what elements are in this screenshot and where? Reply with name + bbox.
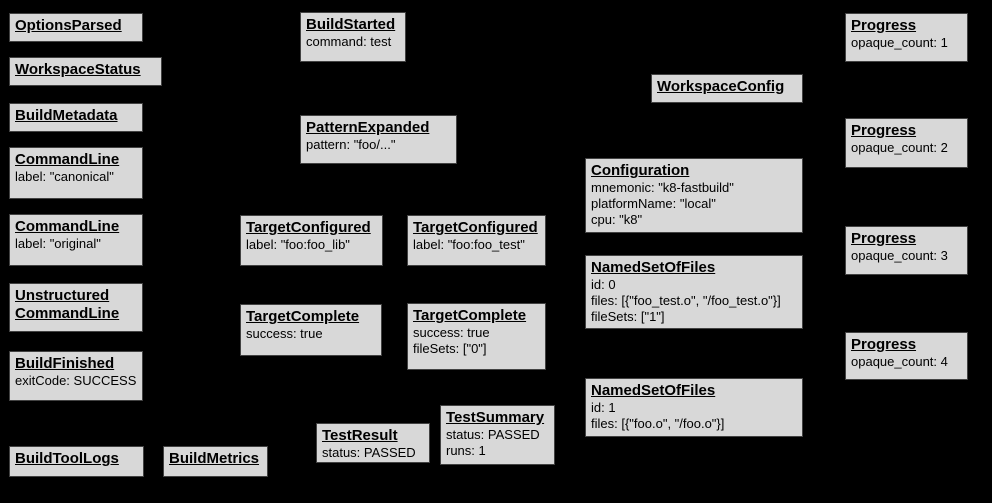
node-title: BuildFinished [15, 355, 115, 372]
node-field: opaque_count: 1 [851, 35, 948, 50]
node-field: files: [{"foo.o", "/foo.o"}] [591, 416, 725, 431]
node-title: Progress [851, 122, 917, 139]
node-progress-4: Progress opaque_count: 4 [845, 332, 968, 380]
node-title: TargetComplete [413, 307, 527, 324]
node-test-summary: TestSummary status: PASSED runs: 1 [440, 405, 555, 465]
node-field: opaque_count: 2 [851, 140, 948, 155]
node-named-set-of-files-1: NamedSetOfFiles id: 1 files: [{"foo.o", … [585, 378, 803, 437]
node-workspace-config: WorkspaceConfig [651, 74, 803, 103]
node-field: fileSets: ["0"] [413, 341, 487, 356]
node-field: label: "foo:foo_lib" [246, 237, 350, 252]
node-title: TargetConfigured [413, 219, 538, 236]
node-field: label: "original" [15, 236, 101, 251]
node-title: BuildToolLogs [15, 450, 119, 467]
node-test-result: TestResult status: PASSED [316, 423, 430, 463]
node-field: files: [{"foo_test.o", "/foo_test.o"}] [591, 293, 781, 308]
node-field: success: true [413, 325, 490, 340]
node-field: label: "foo:foo_test" [413, 237, 525, 252]
node-target-complete-foo-test: TargetComplete success: true fileSets: [… [407, 303, 546, 370]
node-field: id: 0 [591, 277, 616, 292]
node-field: opaque_count: 4 [851, 354, 948, 369]
node-command-line-original: CommandLine label: "original" [9, 214, 143, 266]
node-options-parsed: OptionsParsed [9, 13, 143, 42]
node-configuration: Configuration mnemonic: "k8-fastbuild" p… [585, 158, 803, 233]
node-title: BuildStarted [306, 16, 396, 33]
node-title: Unstructured CommandLine [15, 287, 120, 322]
node-build-tool-logs: BuildToolLogs [9, 446, 144, 477]
node-title: CommandLine [15, 151, 120, 168]
node-target-configured-foo-lib: TargetConfigured label: "foo:foo_lib" [240, 215, 383, 266]
node-title: WorkspaceConfig [657, 78, 785, 95]
node-title: BuildMetadata [15, 107, 118, 124]
node-pattern-expanded: PatternExpanded pattern: "foo/..." [300, 115, 457, 164]
node-progress-3: Progress opaque_count: 3 [845, 226, 968, 275]
node-title: CommandLine [15, 218, 120, 235]
node-field: status: PASSED [322, 445, 416, 460]
node-title: TargetComplete [246, 308, 360, 325]
node-title: Progress [851, 336, 917, 353]
node-build-metrics: BuildMetrics [163, 446, 268, 477]
node-title: TestResult [322, 427, 398, 444]
node-field: opaque_count: 3 [851, 248, 948, 263]
node-field: id: 1 [591, 400, 616, 415]
node-title: Progress [851, 17, 917, 34]
node-title: WorkspaceStatus [15, 61, 141, 78]
node-unstructured-command-line: Unstructured CommandLine [9, 283, 143, 332]
node-target-complete-foo-lib: TargetComplete success: true [240, 304, 382, 356]
node-title: TargetConfigured [246, 219, 371, 236]
node-field: platformName: "local" [591, 196, 716, 211]
node-field: exitCode: SUCCESS [15, 373, 137, 388]
node-build-finished: BuildFinished exitCode: SUCCESS [9, 351, 143, 401]
node-field: label: "canonical" [15, 169, 114, 184]
node-progress-2: Progress opaque_count: 2 [845, 118, 968, 168]
node-field: status: PASSED [446, 427, 540, 442]
node-named-set-of-files-0: NamedSetOfFiles id: 0 files: [{"foo_test… [585, 255, 803, 329]
node-target-configured-foo-test: TargetConfigured label: "foo:foo_test" [407, 215, 546, 266]
node-title: Progress [851, 230, 917, 247]
node-field: cpu: "k8" [591, 212, 643, 227]
node-title: Configuration [591, 162, 690, 179]
node-field: mnemonic: "k8-fastbuild" [591, 180, 734, 195]
node-title: NamedSetOfFiles [591, 382, 716, 399]
node-title: PatternExpanded [306, 119, 430, 136]
node-progress-1: Progress opaque_count: 1 [845, 13, 968, 62]
node-field: runs: 1 [446, 443, 486, 458]
node-build-metadata: BuildMetadata [9, 103, 143, 132]
node-field: pattern: "foo/..." [306, 137, 396, 152]
node-title: BuildMetrics [169, 450, 260, 467]
node-build-started: BuildStarted command: test [300, 12, 406, 62]
node-command-line-canonical: CommandLine label: "canonical" [9, 147, 143, 199]
node-field: command: test [306, 34, 392, 49]
node-title: NamedSetOfFiles [591, 259, 716, 276]
node-field: fileSets: ["1"] [591, 309, 665, 324]
node-workspace-status: WorkspaceStatus [9, 57, 162, 86]
node-title: OptionsParsed [15, 17, 122, 34]
node-field: success: true [246, 326, 323, 341]
node-title: TestSummary [446, 409, 545, 426]
